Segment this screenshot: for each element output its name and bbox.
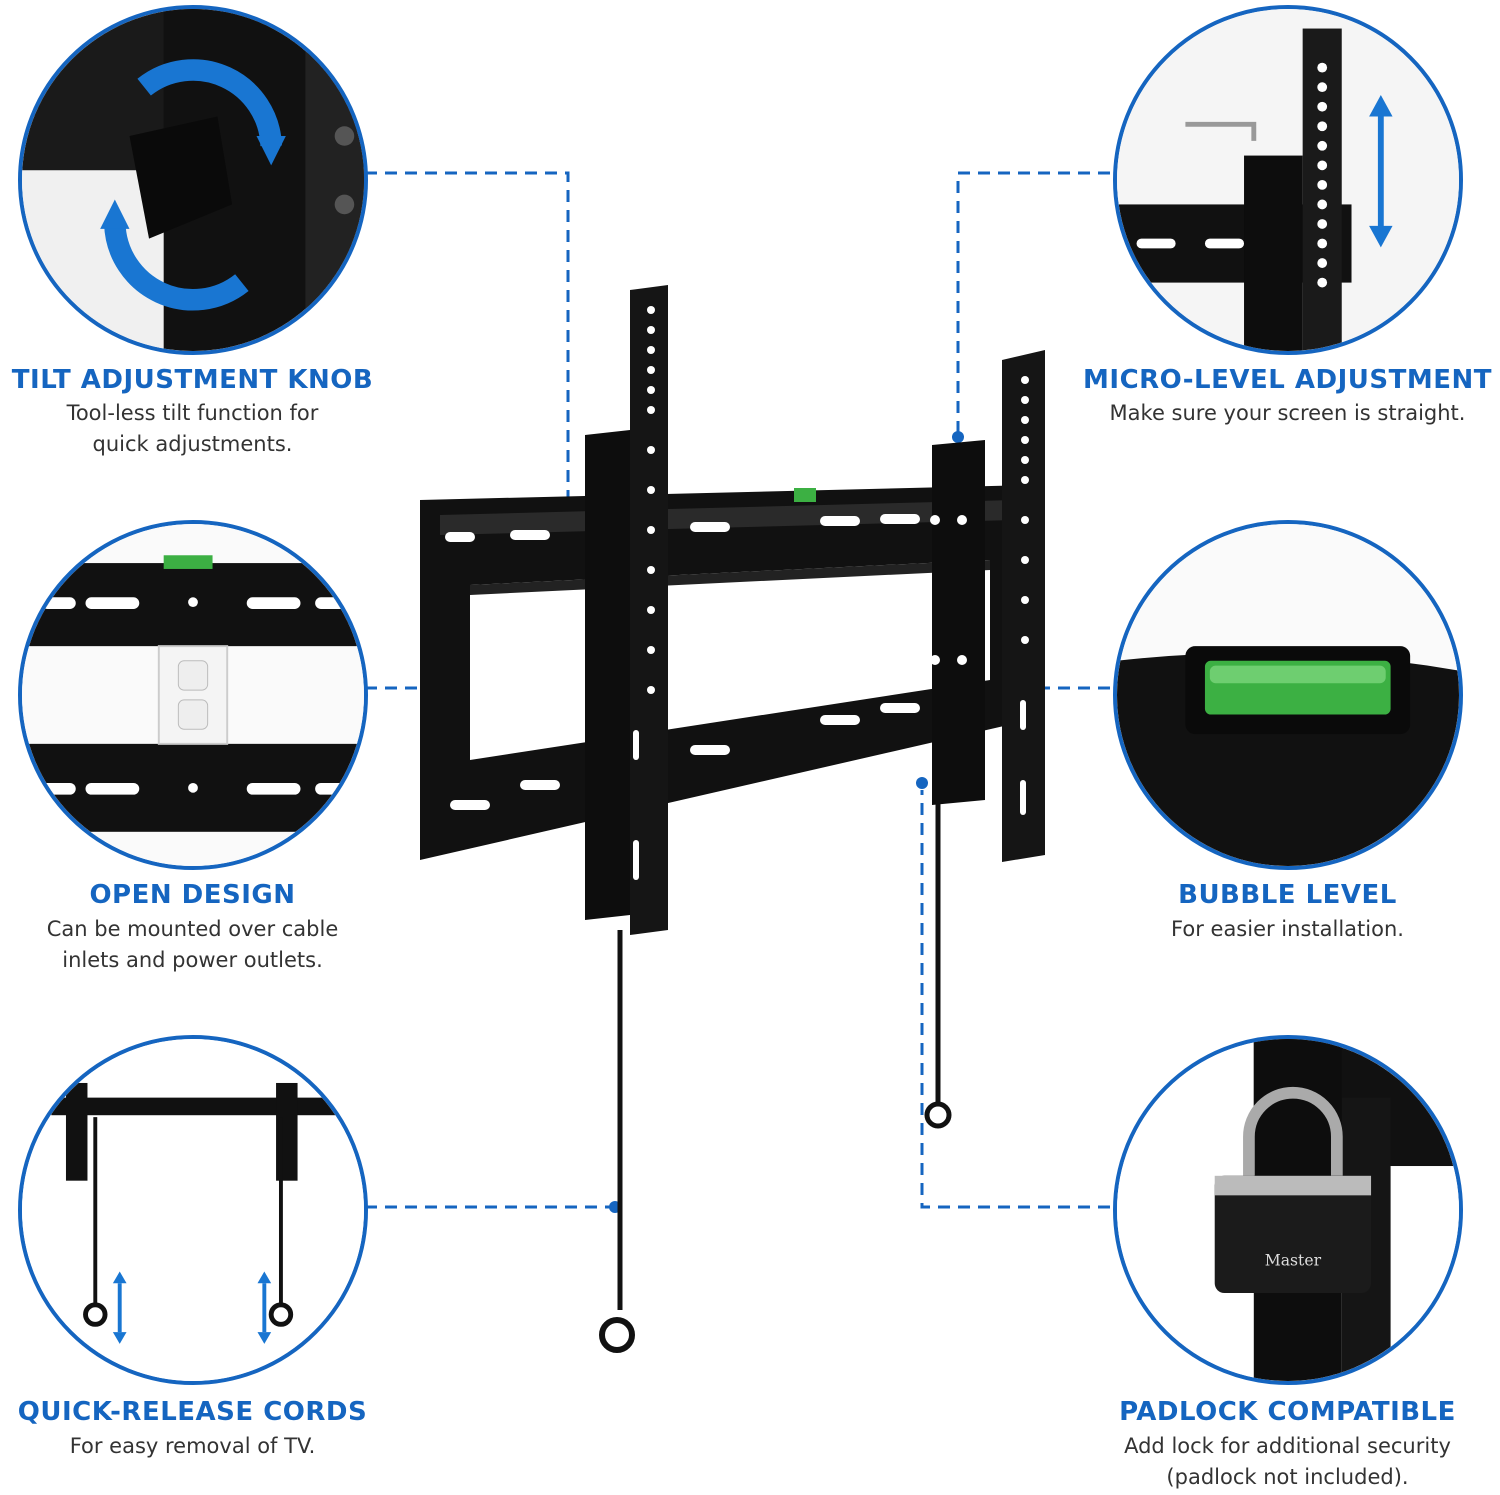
feature-desc-padlock: Add lock for additional security (padloc… (1124, 1434, 1451, 1489)
connector-micro-level (956, 171, 1110, 435)
feature-desc-bubble-level: For easier installation. (1171, 917, 1404, 941)
connector-dot (916, 777, 928, 789)
feature-desc-quick-release: For easy removal of TV. (69, 1434, 316, 1458)
feature-title-padlock: PADLOCK COMPATIBLE (1119, 1397, 1456, 1427)
feature-title-micro-level: MICRO-LEVEL ADJUSTMENT (1083, 365, 1492, 395)
connector-tilt-knob (365, 171, 570, 600)
tilt-knob-circle (18, 5, 368, 355)
left-arm (585, 285, 668, 1353)
open-design-circle (18, 520, 368, 870)
micro-level-circle (1113, 5, 1463, 355)
feature-title-tilt-knob: TILT ADJUSTMENT KNOB (11, 365, 374, 395)
feature-desc-open-design: Can be mounted over cable inlets and pow… (46, 917, 339, 972)
feature-title-bubble-level: BUBBLE LEVEL (1178, 880, 1397, 910)
padlock-brand-text: Master (1265, 1251, 1322, 1270)
bubble-level-circle (1113, 520, 1463, 870)
feature-title-open-design: OPEN DESIGN (89, 880, 296, 910)
connector-dot (952, 431, 964, 443)
padlock-circle: Master (1113, 1035, 1463, 1385)
quick-release-circle (18, 1035, 368, 1385)
feature-desc-tilt-knob: Tool-less tilt function for quick adjust… (66, 401, 319, 456)
feature-title-quick-release: QUICK-RELEASE CORDS (17, 1397, 368, 1427)
connector-padlock (920, 790, 1110, 1209)
feature-desc-micro-level: Make sure your screen is straight. (1109, 401, 1466, 425)
right-arm (924, 350, 1045, 1129)
